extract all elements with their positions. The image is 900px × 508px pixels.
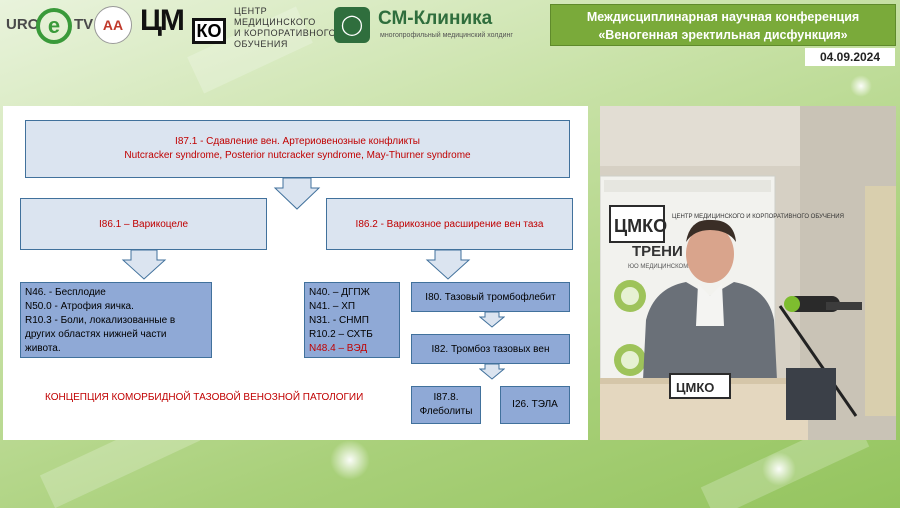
banner-title: ТРЕНИ	[632, 243, 683, 260]
box-i80: I80. Тазовый тромбофлебит	[411, 282, 570, 312]
down-arrow-icon	[425, 250, 471, 280]
banner-logo-text: ЦМКО	[614, 216, 667, 236]
cmko-logo-text: ЦЕНТР МЕДИЦИНСКОГО И КОРПОРАТИВНОГО ОБУЧ…	[234, 6, 337, 49]
banner-subtitle: ЮО МЕДИЦИНСКОМУ БИЗ	[628, 264, 706, 270]
podium-logo-text: ЦМКО	[676, 380, 714, 395]
cmko-logo: ЦМ КО	[140, 4, 226, 46]
box-i86-1: I86.1 – Варикоцеле	[20, 198, 267, 250]
down-arrow-icon	[121, 250, 167, 280]
speaker-video-scene: ЦМКО ЦЕНТР МЕДИЦИНСКОГО И КОРПОРАТИВНОГО…	[600, 106, 896, 440]
down-arrow-icon	[273, 178, 321, 210]
box-comorbidities-mid: N40. – ДГПЖ N41. – ХП N31. - СНМП R10.2 …	[304, 282, 400, 358]
sm-clinic-name: СМ-Клиника	[378, 8, 493, 29]
banner-caption: ЦЕНТР МЕДИЦИНСКОГО И КОРПОРАТИВНОГО ОБУЧ…	[672, 214, 844, 220]
decorative-bokeh	[850, 75, 872, 97]
sm-clinic-subtitle: многопрофильный медицинский холдинг	[380, 32, 513, 39]
box-comorbidities-left: N46. - Бесплодие N50.0 - Атрофия яичка. …	[20, 282, 212, 358]
conference-title: Междисциплинарная научная конференция «В…	[550, 4, 896, 46]
sm-clinic-logo-icon: ◯	[334, 7, 370, 43]
box-i82: I82. Тромбоз тазовых вен	[411, 334, 570, 364]
box-i87-1: I87.1 - Сдавление вен. Артериовенозные к…	[25, 120, 570, 178]
decorative-bokeh	[330, 440, 370, 480]
down-arrow-icon	[479, 312, 505, 328]
box-i87-8: I87.8. Флеболиты	[411, 386, 481, 424]
conference-date: 04.09.2024	[805, 48, 895, 66]
decorative-bokeh	[762, 452, 796, 486]
aa-logo: AA	[94, 6, 132, 44]
uro-tv-logo: URO e TV	[6, 6, 93, 46]
slide-footer-caption: КОНЦЕПЦИЯ КОМОРБИДНОЙ ТАЗОВОЙ ВЕНОЗНОЙ П…	[45, 392, 364, 403]
box-i86-2: I86.2 - Варикозное расширение вен таза	[326, 198, 573, 250]
speaker-video: ЦМКО ЦЕНТР МЕДИЦИНСКОГО И КОРПОРАТИВНОГО…	[600, 106, 896, 440]
box-i26: I26. ТЭЛА	[500, 386, 570, 424]
presentation-slide: I87.1 - Сдавление вен. Артериовенозные к…	[3, 106, 588, 440]
broadcast-header: URO e TV AA ЦМ КО ЦЕНТР МЕДИЦИНСКОГО И К…	[0, 0, 900, 100]
down-arrow-icon	[479, 364, 505, 380]
